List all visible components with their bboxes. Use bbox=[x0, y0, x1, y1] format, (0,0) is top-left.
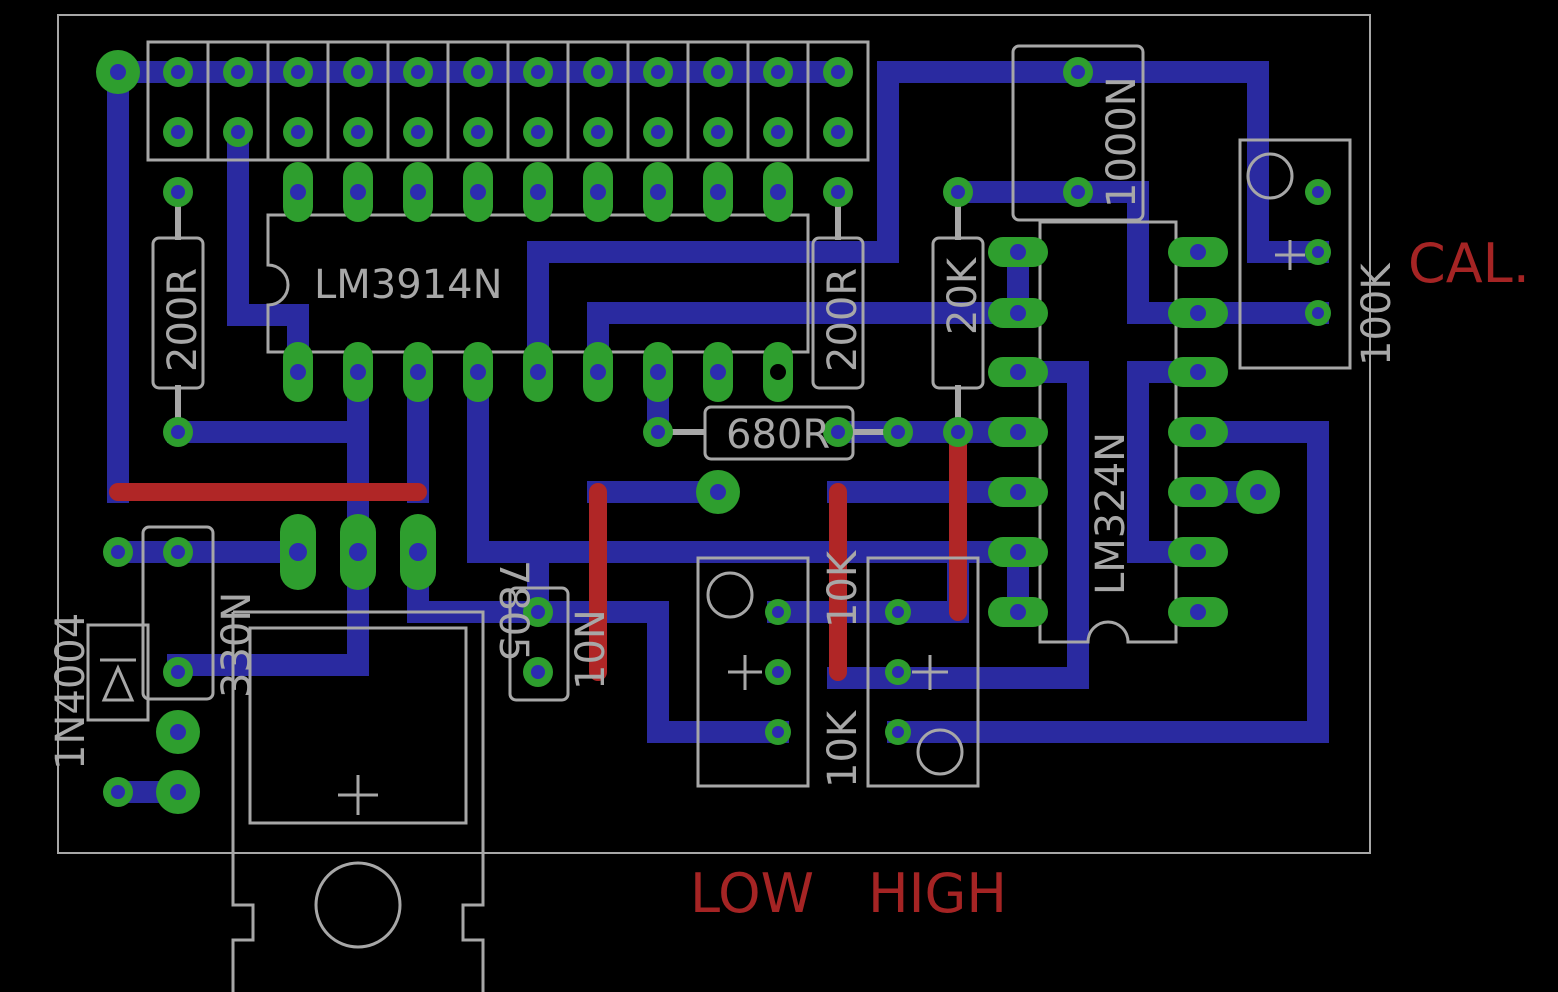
label-cap-330n: 330N bbox=[214, 592, 260, 698]
label-r-left: 200R bbox=[160, 268, 206, 372]
regulator-pads bbox=[280, 514, 436, 590]
function-labels: CAL. LOW HIGH bbox=[690, 232, 1530, 925]
label-r-20k: 20K bbox=[940, 256, 986, 335]
label-regulator: 7805 bbox=[490, 560, 536, 662]
label-low: LOW bbox=[690, 862, 814, 925]
led-segment-dividers bbox=[206, 42, 810, 160]
label-diode: 1N4004 bbox=[48, 613, 94, 770]
label-pot-10k-a: 10K bbox=[820, 549, 866, 628]
label-r-mid: 200R bbox=[820, 268, 866, 372]
label-pot-100k: 100K bbox=[1354, 262, 1400, 366]
top-traces bbox=[109, 423, 967, 681]
label-cap-1000n: 1000N bbox=[1099, 76, 1145, 208]
pads bbox=[96, 50, 1331, 814]
label-cap-10n: 10N bbox=[568, 609, 614, 690]
label-high: HIGH bbox=[868, 862, 1007, 925]
led-pads-top bbox=[163, 57, 853, 87]
label-pot-10k-b: 10K bbox=[820, 709, 866, 788]
lm324-pads bbox=[988, 237, 1228, 627]
label-r-680: 680R bbox=[726, 412, 830, 458]
board-outline bbox=[57, 14, 1371, 854]
component-labels: LM3914N LM324N 200R 200R 20K 680R 10K 10… bbox=[48, 76, 1400, 788]
misc-pads bbox=[103, 57, 1331, 814]
silkscreen bbox=[86, 40, 1352, 992]
label-lm3914: LM3914N bbox=[314, 262, 503, 308]
label-lm324: LM324N bbox=[1088, 432, 1134, 595]
label-cal: CAL. bbox=[1408, 232, 1530, 295]
lm3914-pads bbox=[283, 162, 793, 402]
led-pads-bottom bbox=[163, 117, 853, 147]
